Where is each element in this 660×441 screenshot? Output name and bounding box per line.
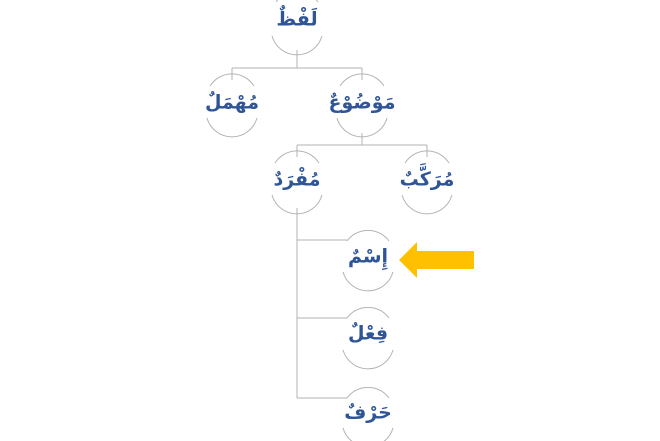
node-lafz: لَفْظٌ <box>271 0 323 56</box>
node-mufrad-arc-top <box>274 150 320 164</box>
node-mawdu: مَوْضُوْعٌ <box>329 73 396 138</box>
node-mufrad: مُفْرَدٌ <box>271 150 323 215</box>
node-muhmal-arc-top <box>209 73 255 87</box>
node-murakkab: مُرَكَّبٌ <box>400 150 455 215</box>
node-muhmal: مُهْمَلٌ <box>205 73 259 138</box>
node-murakkab-arc-bottom <box>401 194 453 215</box>
node-harf-arc-top <box>346 386 390 399</box>
node-lafz-arc-bottom <box>271 35 323 56</box>
node-ism: إِسْمٌ <box>342 229 394 292</box>
node-ism-arc-bottom <box>342 271 394 292</box>
node-harf-label: حَرْفٌ <box>344 402 392 424</box>
node-fil-arc-bottom <box>342 349 394 370</box>
node-lafz-arc-top <box>275 0 319 3</box>
node-mawdu-arc-top <box>339 73 385 87</box>
connectors <box>231 50 428 399</box>
node-harf-arc-bottom <box>342 427 394 441</box>
node-muhmal-label: مُهْمَلٌ <box>205 91 259 114</box>
node-harf: حَرْفٌ <box>342 386 394 441</box>
node-ism-arc-top <box>346 229 390 242</box>
node-mawdu-label: مَوْضُوْعٌ <box>329 92 396 114</box>
node-fil-arc-top <box>346 306 390 319</box>
node-mufrad-arc-bottom <box>271 194 323 215</box>
node-murakkab-arc-top <box>404 150 450 164</box>
node-mawdu-arc-bottom <box>336 117 388 138</box>
node-fil-label: فِعْلٌ <box>348 322 388 345</box>
node-murakkab-label: مُرَكَّبٌ <box>400 163 455 190</box>
node-muhmal-arc-bottom <box>206 117 258 138</box>
node-fil: فِعْلٌ <box>342 306 394 370</box>
node-ism-label: إِسْمٌ <box>348 246 388 271</box>
node-mufrad-label: مُفْرَدٌ <box>273 167 320 191</box>
node-lafz-label: لَفْظٌ <box>276 4 317 30</box>
arrow-left-icon <box>399 242 474 278</box>
